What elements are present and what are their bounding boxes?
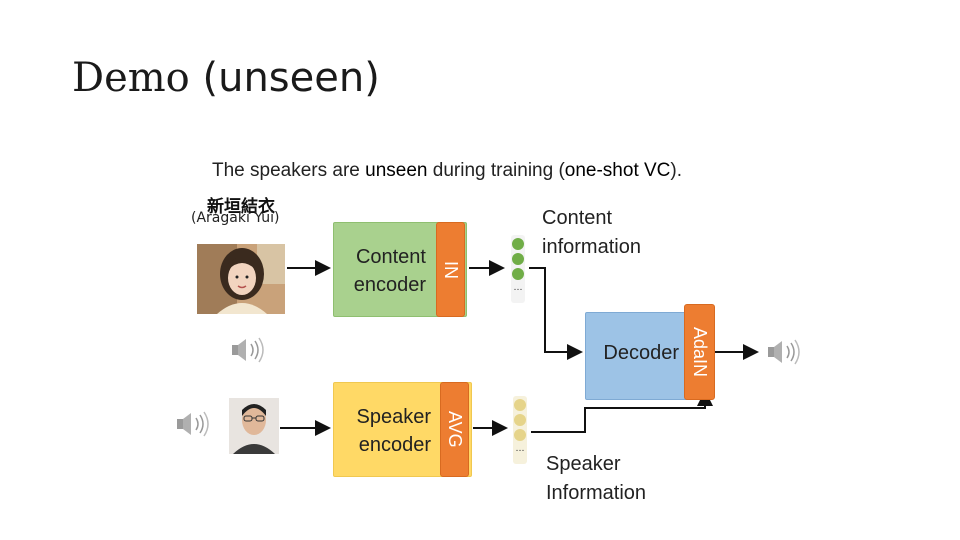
decoder-norm-adain: AdaIN — [684, 304, 715, 400]
arrow-speaker-vector-to-adain — [531, 390, 713, 433]
speaker-vector-ellipsis: … — [515, 444, 525, 454]
content-vector: … — [511, 235, 525, 303]
title-serif-part: Demo — [72, 55, 190, 101]
speaker-encoder-label: Speaker encoder — [357, 403, 432, 459]
speaker1-photo — [197, 244, 285, 314]
speaker-encoder-norm-avg: AVG — [440, 382, 469, 477]
content-encoder-line2: encoder — [353, 274, 426, 296]
speaker1-name-en: (Aragaki Yui) — [191, 210, 280, 226]
content-vector-ellipsis: … — [513, 283, 523, 293]
speaker-info-line1: Speaker — [546, 453, 621, 475]
subtitle-middle: during training ( — [427, 160, 565, 181]
content-vector-dot — [512, 253, 524, 265]
speaker-encoder-line2: encoder — [358, 434, 431, 456]
subtitle-unseen: unseen — [365, 160, 428, 181]
speaker-info-label: Speaker Information — [546, 450, 646, 508]
speaker-encoder-line1: Speaker — [356, 406, 432, 428]
content-info-line2: information — [542, 236, 641, 258]
content-encoder-line1: Content — [355, 246, 426, 268]
content-info-line1: Content — [542, 207, 613, 229]
speaker2-photo — [229, 398, 279, 454]
title-sans-part: (unseen) — [189, 55, 380, 101]
content-vector-dot — [512, 238, 524, 250]
arrow-content-vector-to-decoder — [529, 267, 583, 360]
speaker1-audio-icon[interactable] — [230, 336, 266, 368]
content-encoder-norm-in: IN — [436, 222, 465, 317]
subtitle-one-shot: one-shot VC — [564, 160, 671, 181]
subtitle-after: ). — [670, 160, 683, 181]
subtitle-before: The speakers are — [212, 160, 366, 181]
page-title: Demo (unseen) — [72, 58, 380, 98]
speaker-vector: … — [513, 396, 527, 464]
speaker1-name-cn: 新垣結衣 — [207, 197, 275, 217]
speaker-vector-dot — [514, 414, 526, 426]
speaker-vector-dot — [514, 399, 526, 411]
content-encoder-label: Content encoder — [354, 243, 426, 299]
content-vector-dot — [512, 268, 524, 280]
subtitle: The speakers are unseen during training … — [212, 160, 682, 182]
speaker-vector-dot — [514, 429, 526, 441]
speaker-info-line2: Information — [546, 482, 647, 504]
speaker2-audio-icon[interactable] — [175, 410, 211, 442]
content-info-label: Content information — [542, 204, 641, 262]
output-audio-icon[interactable] — [766, 338, 802, 370]
decoder-label: Decoder — [603, 342, 679, 364]
